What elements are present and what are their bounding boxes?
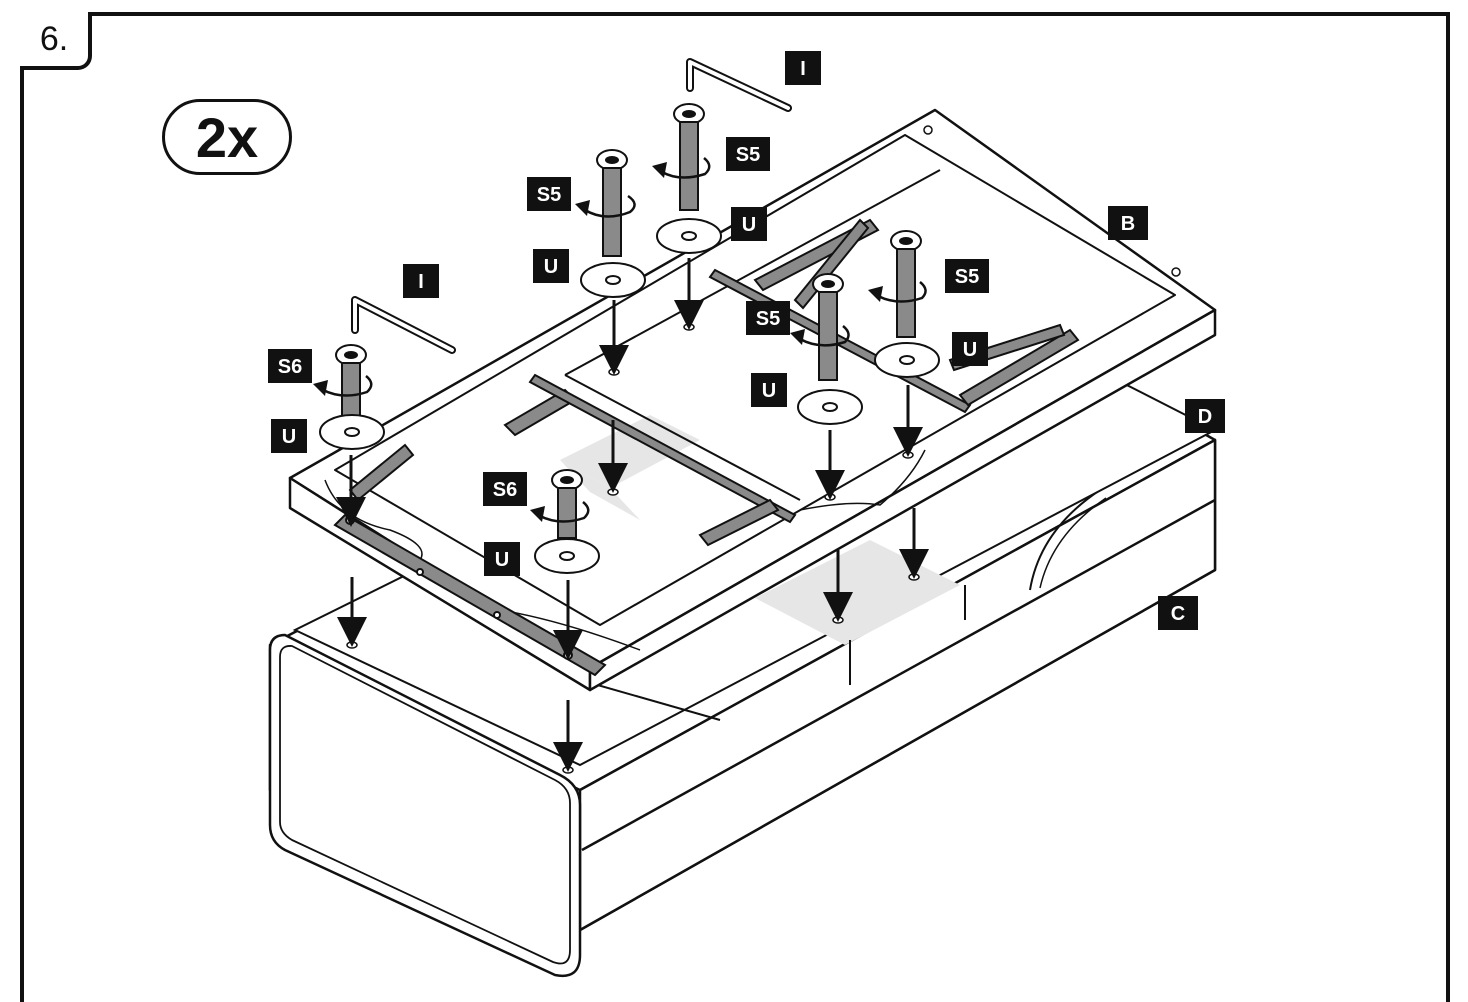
svg-text:U: U — [282, 426, 296, 448]
direction-arrows — [336, 258, 929, 772]
svg-text:I: I — [418, 271, 424, 293]
part-label-i-top: I — [785, 51, 821, 85]
part-label-u-b: U — [533, 249, 569, 283]
part-label-b: B — [1108, 206, 1148, 240]
step-number: 6. — [20, 12, 92, 70]
svg-text:U: U — [762, 380, 776, 402]
part-label-s6-mid: S6 — [483, 472, 527, 506]
svg-text:U: U — [742, 214, 756, 236]
part-label-s5-d: S5 — [746, 301, 790, 335]
quantity-badge: 2x — [162, 99, 292, 175]
svg-text:B: B — [1121, 213, 1135, 235]
part-label-u-a: U — [731, 207, 767, 241]
part-label-c: C — [1158, 596, 1198, 630]
part-label-s6-left: S6 — [268, 349, 312, 383]
svg-text:U: U — [495, 549, 509, 571]
part-label-s5-b: S5 — [527, 177, 571, 211]
svg-text:U: U — [963, 339, 977, 361]
bolt-icon — [335, 103, 922, 539]
part-label-u-c: U — [952, 332, 988, 366]
svg-text:S5: S5 — [955, 266, 979, 288]
part-label-i-left: I — [403, 264, 439, 298]
svg-text:C: C — [1171, 603, 1185, 625]
svg-text:S5: S5 — [756, 308, 780, 330]
part-label-s5-c: S5 — [945, 259, 989, 293]
svg-text:I: I — [800, 58, 806, 80]
part-label-u-e: U — [271, 419, 307, 453]
svg-text:S6: S6 — [493, 479, 517, 501]
svg-text:S5: S5 — [537, 184, 561, 206]
rotation-arrowhead — [313, 162, 883, 522]
svg-text:S5: S5 — [736, 144, 760, 166]
part-label-u-d: U — [751, 373, 787, 407]
washer-icon — [319, 218, 940, 574]
allen-key-icon-inner — [353, 60, 790, 352]
rotation-arrow-icon — [322, 157, 927, 523]
svg-text:D: D — [1198, 406, 1212, 428]
part-label-s5-a: S5 — [726, 137, 770, 171]
svg-text:S6: S6 — [278, 356, 302, 378]
part-label-d: D — [1185, 399, 1225, 433]
part-label-u-f: U — [484, 542, 520, 576]
svg-text:U: U — [544, 256, 558, 278]
